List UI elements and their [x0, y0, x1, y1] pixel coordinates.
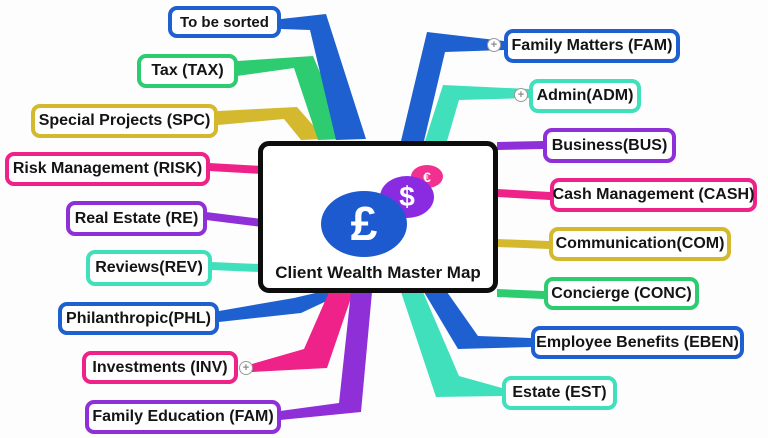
- branch-family-education: [280, 292, 372, 420]
- node-estate[interactable]: Estate (EST): [502, 376, 617, 410]
- node-real-estate-label: Real Estate (RE): [74, 209, 199, 227]
- node-family-education[interactable]: Family Education (FAM): [85, 400, 281, 434]
- node-communication-label: Communication(COM): [555, 235, 725, 252]
- node-concierge[interactable]: Concierge (CONC): [544, 277, 699, 310]
- node-special-projects[interactable]: Special Projects (SPC): [31, 104, 218, 138]
- node-business-label: Business(BUS): [551, 136, 668, 154]
- node-risk-management[interactable]: Risk Management (RISK): [5, 152, 210, 186]
- node-special-projects-label: Special Projects (SPC): [38, 112, 211, 129]
- expand-icon[interactable]: +: [239, 361, 253, 375]
- node-central-topic[interactable]: € $ £ Client Wealth Master Map: [258, 141, 498, 293]
- branch-business: [497, 141, 543, 150]
- branch-philanthropic: [219, 291, 348, 322]
- node-to-be-sorted-label: To be sorted: [180, 13, 269, 31]
- branch-special-projects: [218, 107, 325, 140]
- pound-coin-icon: £: [321, 191, 407, 257]
- branch-reviews: [211, 262, 259, 272]
- node-philanthropic-label: Philanthropic(PHL): [66, 309, 211, 327]
- node-investments-label: Investments (INV): [92, 358, 228, 376]
- central-topic-title: Client Wealth Master Map: [275, 263, 481, 282]
- node-communication[interactable]: Communication(COM): [549, 227, 731, 261]
- node-philanthropic[interactable]: Philanthropic(PHL): [58, 302, 219, 335]
- node-reviews[interactable]: Reviews(REV): [86, 250, 212, 286]
- node-business[interactable]: Business(BUS): [543, 128, 676, 163]
- branch-family-matters: [401, 32, 504, 141]
- node-employee-benefits[interactable]: Employee Benefits (EBEN): [531, 326, 744, 359]
- node-family-education-label: Family Education (FAM): [92, 408, 274, 425]
- expand-icon[interactable]: +: [487, 38, 501, 52]
- node-family-matters[interactable]: Family Matters (FAM): [504, 29, 680, 63]
- branch-employee-benefits: [424, 292, 531, 349]
- branch-real-estate: [206, 212, 262, 227]
- branch-admin: [425, 85, 529, 141]
- node-employee-benefits-label: Employee Benefits (EBEN): [536, 333, 739, 351]
- node-cash-management-label: Cash Management (CASH): [552, 186, 755, 203]
- node-cash-management[interactable]: Cash Management (CASH): [550, 178, 757, 212]
- branch-to-be-sorted: [281, 14, 366, 140]
- node-risk-management-label: Risk Management (RISK): [12, 160, 203, 177]
- branch-estate: [401, 292, 502, 397]
- node-reviews-label: Reviews(REV): [95, 259, 203, 276]
- node-estate-label: Estate (EST): [512, 384, 607, 401]
- node-tax-label: Tax (TAX): [151, 62, 224, 79]
- expand-icon[interactable]: +: [514, 88, 528, 102]
- node-investments[interactable]: Investments (INV): [82, 351, 238, 384]
- branch-communication: [497, 239, 549, 249]
- branch-concierge: [497, 289, 544, 299]
- node-family-matters-label: Family Matters (FAM): [511, 37, 673, 54]
- branch-cash-management: [497, 189, 550, 200]
- node-real-estate[interactable]: Real Estate (RE): [66, 201, 207, 236]
- node-tax[interactable]: Tax (TAX): [137, 54, 238, 88]
- branch-tax: [237, 56, 348, 140]
- branch-risk-management: [209, 163, 262, 174]
- node-to-be-sorted[interactable]: To be sorted: [168, 6, 281, 38]
- branch-investments: [252, 292, 353, 372]
- node-concierge-label: Concierge (CONC): [551, 284, 692, 302]
- node-admin[interactable]: Admin(ADM): [529, 79, 641, 113]
- node-admin-label: Admin(ADM): [536, 87, 634, 104]
